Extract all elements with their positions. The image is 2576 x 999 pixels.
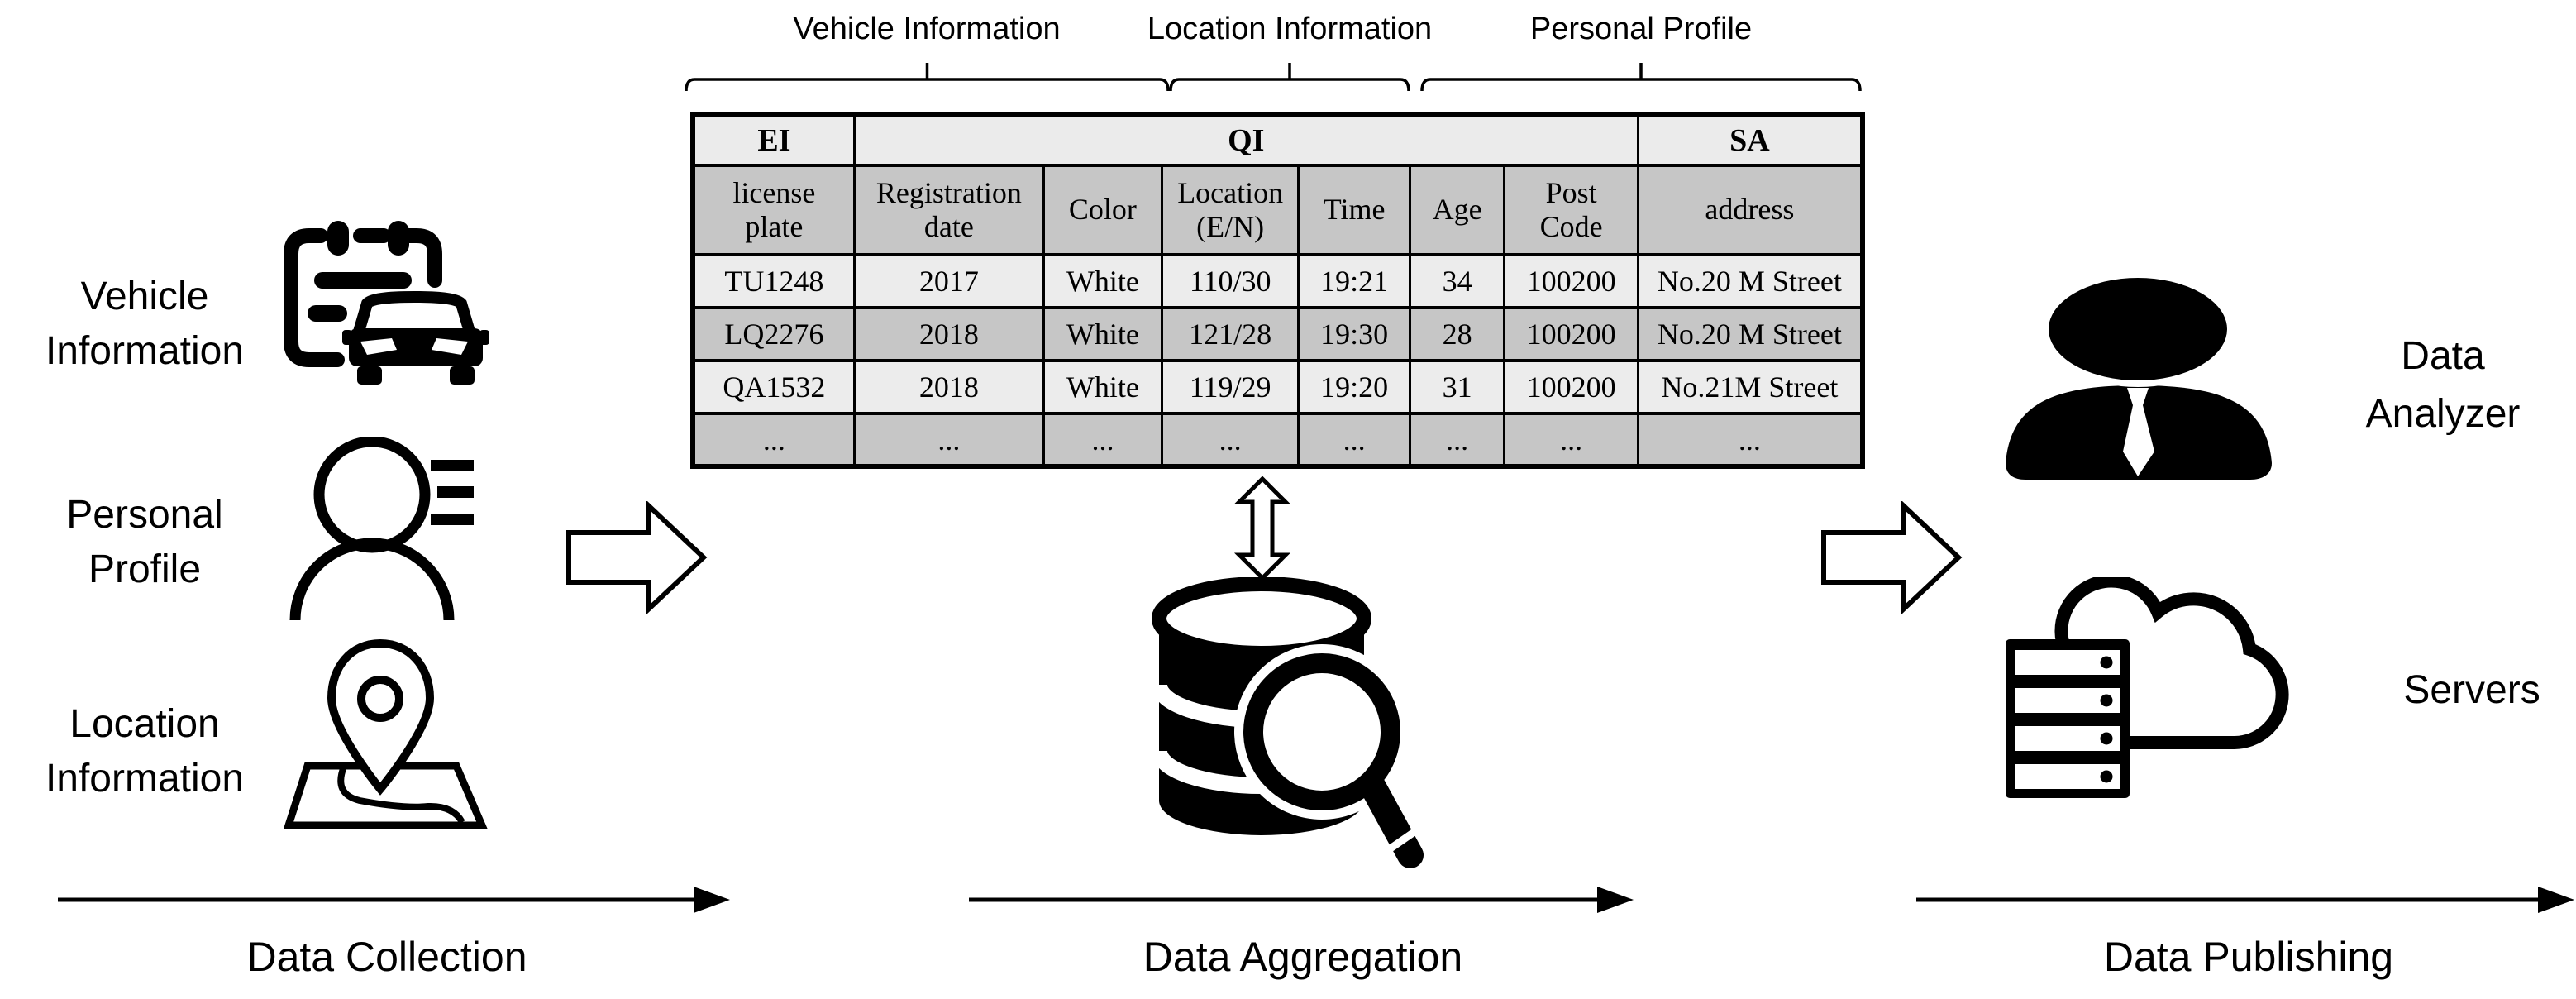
cell: 100200: [1503, 253, 1639, 309]
location-columns-brace: [1169, 63, 1410, 92]
header-sa: SA: [1636, 112, 1864, 167]
cell: 100200: [1503, 306, 1639, 362]
stage-data-aggregation-label: Data Aggregation: [1143, 934, 1463, 980]
column-header-row: license plate Registration date Color Lo…: [691, 164, 1864, 256]
map-pin-icon: [284, 638, 488, 829]
cell: ...: [852, 412, 1045, 468]
header-qi: QI: [852, 112, 1639, 167]
location-information-label: Location Information: [45, 702, 245, 801]
data-aggregation-arrow-icon: [969, 887, 1634, 913]
table-row: LQ2276 2018 White 121/28 19:30 28 100200…: [691, 306, 1864, 362]
cell: White: [1042, 306, 1163, 362]
cell: 34: [1408, 253, 1506, 309]
cell: No.20 M Street: [1636, 306, 1864, 362]
vehicle-columns-brace: [685, 63, 1170, 92]
cell: ...: [1408, 412, 1506, 468]
vehicle-information-label: Vehicle Information: [45, 275, 245, 374]
column-header: address: [1636, 164, 1864, 256]
cell: No.21M Street: [1636, 359, 1864, 415]
cell: 119/29: [1160, 359, 1300, 415]
cell: TU1248: [691, 253, 856, 309]
server-cloud-icon: [2006, 577, 2289, 798]
stage-data-publishing-label: Data Publishing: [2103, 934, 2394, 980]
cell: ...: [1160, 412, 1300, 468]
cell: White: [1042, 253, 1163, 309]
servers-label: Servers: [2403, 668, 2540, 712]
cell: 121/28: [1160, 306, 1300, 362]
cell: 28: [1408, 306, 1506, 362]
cell: 31: [1408, 359, 1506, 415]
column-header: license plate: [691, 164, 856, 256]
cell: LQ2276: [691, 306, 856, 362]
cell: 110/30: [1160, 253, 1300, 309]
person-lines-icon: [289, 437, 474, 621]
personal-profile-group-label: Personal Profile: [1529, 12, 1753, 46]
cell: ...: [691, 412, 856, 468]
data-publishing-arrow-icon: [1916, 887, 2574, 913]
personal-columns-brace: [1420, 63, 1862, 92]
column-header: Registration date: [852, 164, 1045, 256]
cell: 19:20: [1297, 359, 1411, 415]
cell: 2018: [852, 359, 1045, 415]
column-header: Location (E/N): [1160, 164, 1300, 256]
data-collection-arrow-icon: [58, 887, 730, 913]
attribute-class-header-row: EI QI SA: [691, 112, 1864, 167]
column-header: Time: [1297, 164, 1411, 256]
clipboard-car-icon: [284, 221, 489, 385]
table-row: QA1532 2018 White 119/29 19:20 31 100200…: [691, 359, 1864, 415]
location-information-group-label: Location Information: [1147, 12, 1433, 46]
vehicle-information-group-label: Vehicle Information: [793, 12, 1061, 46]
column-header: Age: [1408, 164, 1506, 256]
cell: 19:30: [1297, 306, 1411, 362]
cell: White: [1042, 359, 1163, 415]
header-ei: EI: [691, 112, 856, 167]
table-row: TU1248 2017 White 110/30 19:21 34 100200…: [691, 253, 1864, 309]
cell: ...: [1636, 412, 1864, 468]
cell: 2018: [852, 306, 1045, 362]
column-header: Post Code: [1503, 164, 1639, 256]
cell: 100200: [1503, 359, 1639, 415]
cell: No.20 M Street: [1636, 253, 1864, 309]
cell: QA1532: [691, 359, 856, 415]
cell: ...: [1503, 412, 1639, 468]
cell: ...: [1042, 412, 1163, 468]
data-analyzer-label: Data Analyzer: [2365, 334, 2521, 436]
table-row: ... ... ... ... ... ... ... ...: [691, 412, 1864, 468]
cell: 19:21: [1297, 253, 1411, 309]
table-db-sync-arrow-icon: [1233, 476, 1291, 581]
aggregated-data-table: EI QI SA license plate Registration date…: [690, 112, 1865, 469]
column-header: Color: [1042, 164, 1163, 256]
stage-data-collection-label: Data Collection: [246, 934, 527, 980]
cell: 2017: [852, 253, 1045, 309]
personal-profile-label: Personal Profile: [66, 493, 223, 592]
cell: ...: [1297, 412, 1411, 468]
aggregation-to-publishing-arrow-icon: [1821, 501, 1963, 614]
database-search-icon: [1151, 577, 1429, 875]
person-tie-icon: [2006, 273, 2272, 480]
collection-to-aggregation-arrow-icon: [566, 501, 708, 614]
